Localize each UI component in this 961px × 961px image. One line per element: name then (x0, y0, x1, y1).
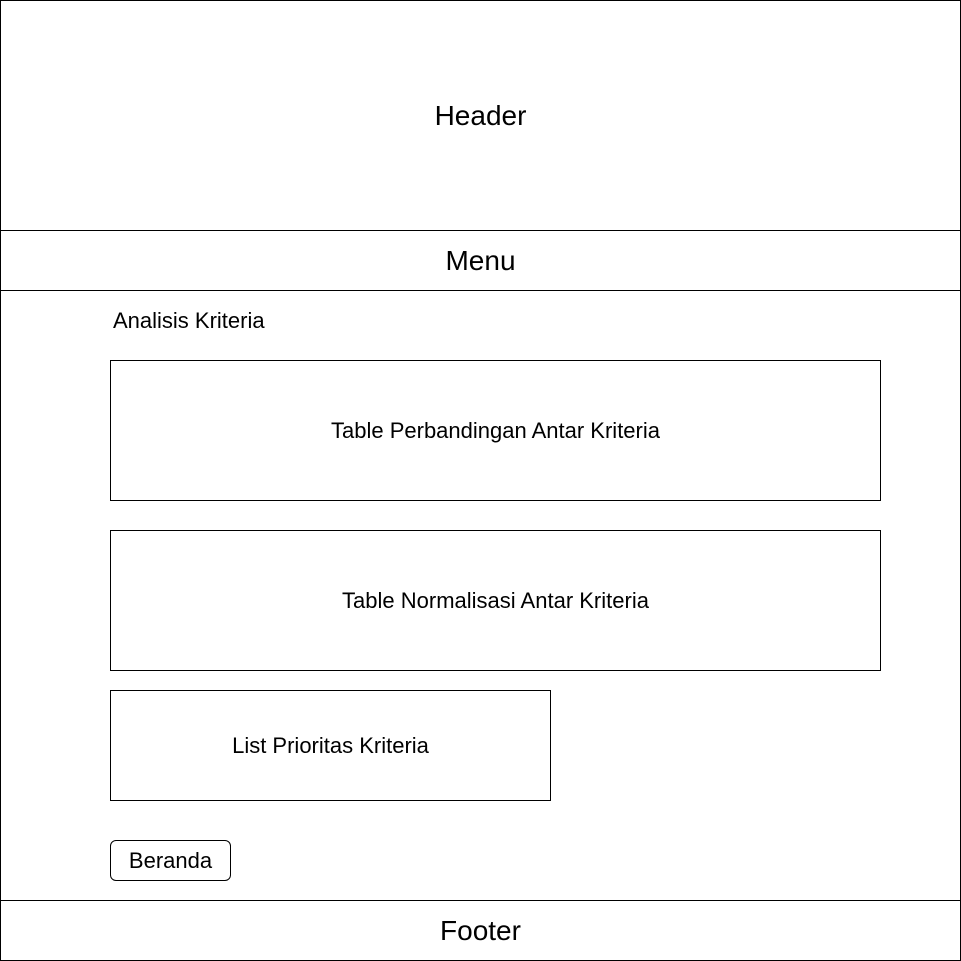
menu-label: Menu (445, 244, 516, 276)
comparison-table-label: Table Perbandingan Antar Kriteria (331, 417, 660, 443)
page-title: Analisis Kriteria (113, 308, 265, 333)
footer-label: Footer (440, 914, 521, 946)
priority-list-label: List Prioritas Kriteria (232, 732, 429, 758)
header-label: Header (434, 99, 527, 131)
normalization-table-label: Table Normalisasi Antar Kriteria (342, 587, 649, 613)
priority-list-placeholder: List Prioritas Kriteria (110, 690, 551, 801)
header-block: Header (0, 0, 961, 231)
comparison-table-placeholder: Table Perbandingan Antar Kriteria (110, 360, 881, 501)
home-button[interactable]: Beranda (110, 840, 231, 881)
normalization-table-placeholder: Table Normalisasi Antar Kriteria (110, 530, 881, 671)
footer-block: Footer (0, 900, 961, 961)
menu-block[interactable]: Menu (0, 230, 961, 291)
